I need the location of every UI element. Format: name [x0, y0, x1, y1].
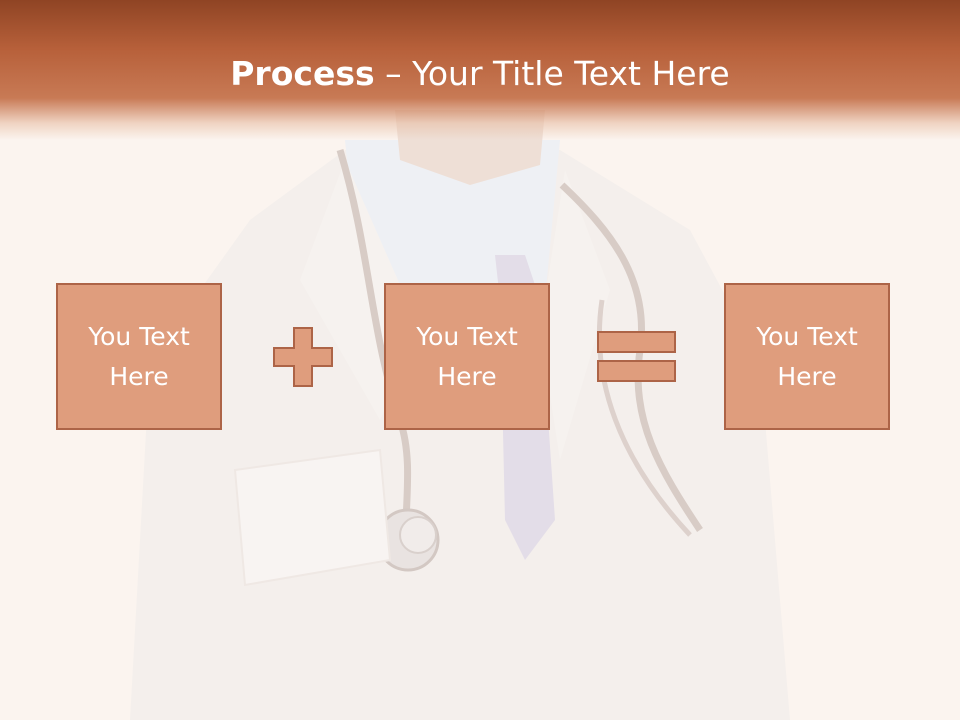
title-bold: Process: [230, 54, 375, 93]
process-box-2-text: You Text Here: [416, 321, 518, 391]
slide-title: Process – Your Title Text Here: [0, 52, 960, 96]
process-box-3: You Text Here: [724, 283, 890, 430]
process-box-2: You Text Here: [384, 283, 550, 430]
title-rest: Your Title Text Here: [412, 54, 730, 93]
plus-icon: [273, 327, 333, 387]
process-box-3-text: You Text Here: [756, 321, 858, 391]
title-dash: –: [374, 54, 413, 93]
equals-icon: [597, 331, 676, 382]
process-box-1-text: You Text Here: [88, 321, 190, 391]
title-bar: [0, 0, 960, 140]
process-box-1: You Text Here: [56, 283, 222, 430]
